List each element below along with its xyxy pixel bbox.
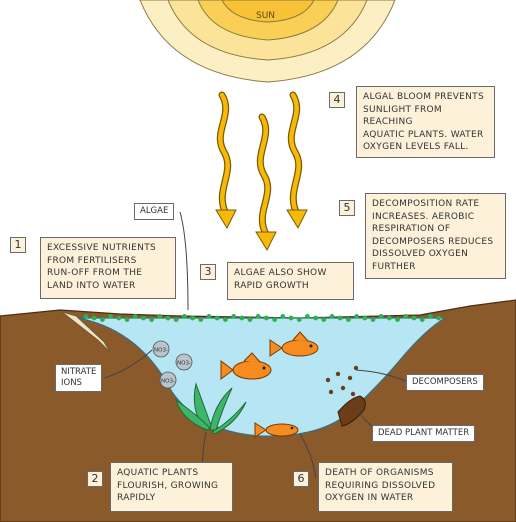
algae-dot bbox=[272, 317, 277, 322]
sunlight-rays bbox=[215, 91, 308, 252]
algae-dot bbox=[337, 315, 343, 321]
step-2-number: 2 bbox=[87, 471, 103, 487]
algae-dot bbox=[411, 315, 417, 321]
algae-dot bbox=[395, 317, 400, 322]
run-off-channel bbox=[61, 311, 111, 353]
algae-dot bbox=[149, 317, 155, 322]
algae-dot bbox=[206, 314, 212, 319]
algae-dot bbox=[305, 314, 310, 319]
decomposers-tag: DECOMPOSERS bbox=[406, 374, 484, 391]
step-1-text: EXCESSIVE NUTRIENTS FROM FERTILISERS RUN… bbox=[40, 237, 176, 299]
nitrate-ions-tag: NITRATE IONS bbox=[55, 364, 103, 392]
algae-dot bbox=[83, 314, 89, 319]
algae-dot bbox=[403, 314, 409, 319]
algae-dot bbox=[231, 314, 237, 319]
algae-dot bbox=[321, 317, 327, 322]
algae-dot bbox=[329, 314, 335, 319]
nitrate-ion: NO3- bbox=[159, 371, 177, 389]
step-3-text: ALGAE ALSO SHOW RAPID GROWTH bbox=[227, 262, 354, 300]
algae-dot bbox=[190, 315, 196, 321]
algae-dot bbox=[132, 314, 138, 319]
dead-plant-matter bbox=[337, 395, 366, 427]
step-2-text: AQUATIC PLANTS FLOURISH, GROWING RAPIDLY bbox=[110, 462, 233, 512]
algae-dot bbox=[354, 314, 359, 319]
algae-dot bbox=[370, 317, 376, 322]
algae-tag: ALGAE bbox=[134, 203, 175, 220]
leader-lines bbox=[103, 211, 409, 479]
algae-dot bbox=[124, 317, 130, 322]
step-1-number: 1 bbox=[10, 237, 26, 253]
nitrate-ion: NO3- bbox=[152, 340, 170, 358]
step-5-number: 5 bbox=[339, 200, 355, 216]
sun-label: SUN bbox=[256, 11, 276, 21]
algae-dot bbox=[378, 314, 384, 319]
algae-dot bbox=[346, 317, 351, 322]
algae-dot bbox=[198, 317, 204, 322]
aquatic-plant bbox=[175, 382, 247, 435]
algae-dot bbox=[116, 315, 122, 321]
nitrate-ion: NO3- bbox=[175, 353, 193, 371]
nitrate-ions: NO3- NO3- NO3- bbox=[152, 340, 193, 389]
step-6-text: DEATH OF ORGANISMS REQUIRING DISSOLVED O… bbox=[318, 462, 453, 512]
decomposers bbox=[325, 365, 359, 397]
svg-text:NO3-: NO3- bbox=[154, 348, 168, 354]
algae-dot bbox=[296, 317, 302, 322]
sun bbox=[139, 0, 396, 83]
algae-dot bbox=[91, 315, 97, 321]
algae-dot bbox=[214, 315, 220, 321]
step-4-text: ALGAL BLOOM PREVENTS SUNLIGHT FROM REACH… bbox=[356, 86, 495, 158]
algae-dot bbox=[157, 314, 163, 319]
algae-dot bbox=[108, 314, 113, 319]
fish bbox=[269, 331, 319, 357]
algae-dot bbox=[313, 315, 318, 321]
algae-dot bbox=[419, 317, 425, 322]
fish bbox=[254, 422, 299, 438]
step-3-number: 3 bbox=[200, 264, 216, 280]
algae-dot bbox=[182, 314, 187, 319]
dead-plant-matter-tag: DEAD PLANT MATTER bbox=[372, 425, 476, 442]
svg-text:NO3-: NO3- bbox=[161, 379, 175, 385]
algae-dot bbox=[288, 315, 294, 321]
algae-dot bbox=[264, 315, 269, 321]
algae-dot bbox=[141, 315, 146, 321]
algae-dot bbox=[428, 314, 433, 319]
algae-dot bbox=[362, 315, 368, 321]
algae-dot bbox=[223, 317, 228, 322]
step-6-number: 6 bbox=[293, 471, 309, 487]
algae-dot bbox=[100, 317, 105, 322]
fish bbox=[220, 352, 272, 380]
algae-dot bbox=[436, 315, 441, 321]
algae-layer bbox=[83, 314, 441, 322]
algae-dot bbox=[280, 314, 286, 319]
svg-text:NO3-: NO3- bbox=[177, 361, 191, 367]
algae-dot bbox=[239, 315, 245, 321]
algae-dot bbox=[255, 314, 261, 319]
algae-dot bbox=[387, 315, 392, 321]
algae-dot bbox=[247, 317, 253, 322]
step-4-number: 4 bbox=[329, 92, 345, 108]
algae-dot bbox=[165, 315, 171, 321]
algae-dot bbox=[173, 317, 179, 322]
step-5-text: DECOMPOSITION RATE INCREASES. AEROBIC RE… bbox=[365, 193, 506, 279]
